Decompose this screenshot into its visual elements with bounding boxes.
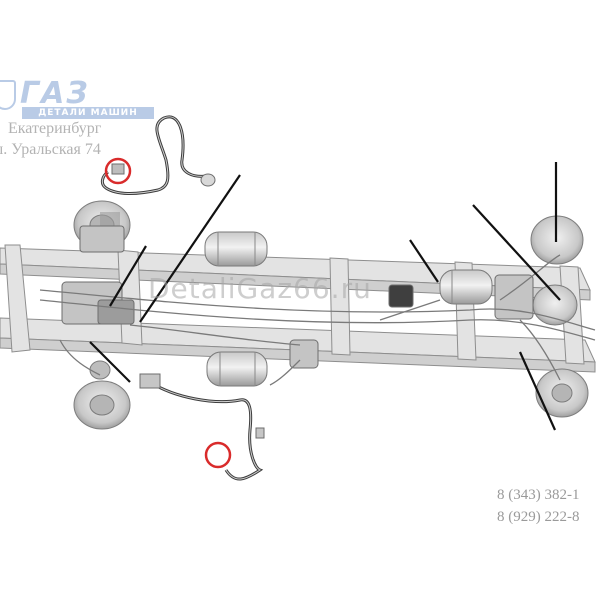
- front-brake-drum-lower: [73, 360, 131, 430]
- brake-hose-lower: [139, 373, 265, 481]
- air-tank-rear: [439, 269, 493, 305]
- front-valve-block: [61, 225, 135, 325]
- phone-number-1: 8 (343) 382-1: [497, 487, 580, 503]
- leader-line-5: [409, 239, 439, 283]
- air-lines: [39, 254, 596, 386]
- leader-line-2: [109, 245, 147, 307]
- leader-line-4: [518, 351, 557, 431]
- logo-emblem-icon: [0, 80, 16, 110]
- cross-member-1: [4, 244, 31, 353]
- address-street: ул. Уральская 74: [0, 141, 101, 158]
- air-tank-front: [204, 231, 268, 267]
- watermark-text: DetaliGaz66.ru: [148, 272, 372, 305]
- logo-text: ГАЗ: [20, 76, 90, 111]
- logo-subtitle: ДЕТАЛИ МАШИН: [22, 107, 154, 119]
- leader-line-1: [139, 174, 241, 323]
- address-city: Екатеринбург: [8, 120, 102, 137]
- highlight-circle-upper: [104, 157, 132, 185]
- rear-brake-drum-lower: [535, 368, 589, 418]
- leader-lines: [89, 162, 561, 431]
- air-tank-middle: [206, 351, 268, 387]
- highlight-markers: [104, 157, 232, 469]
- highlight-circle-lower: [204, 441, 232, 469]
- leader-line-3: [472, 204, 561, 301]
- leader-line-7: [89, 341, 131, 383]
- company-logo: ГАЗ ДЕТАЛИ МАШИН: [0, 76, 160, 119]
- phone-number-2: 8 (929) 222-8: [497, 509, 580, 525]
- rear-valve-block: [289, 274, 534, 369]
- brake-hose-upper: [100, 115, 216, 195]
